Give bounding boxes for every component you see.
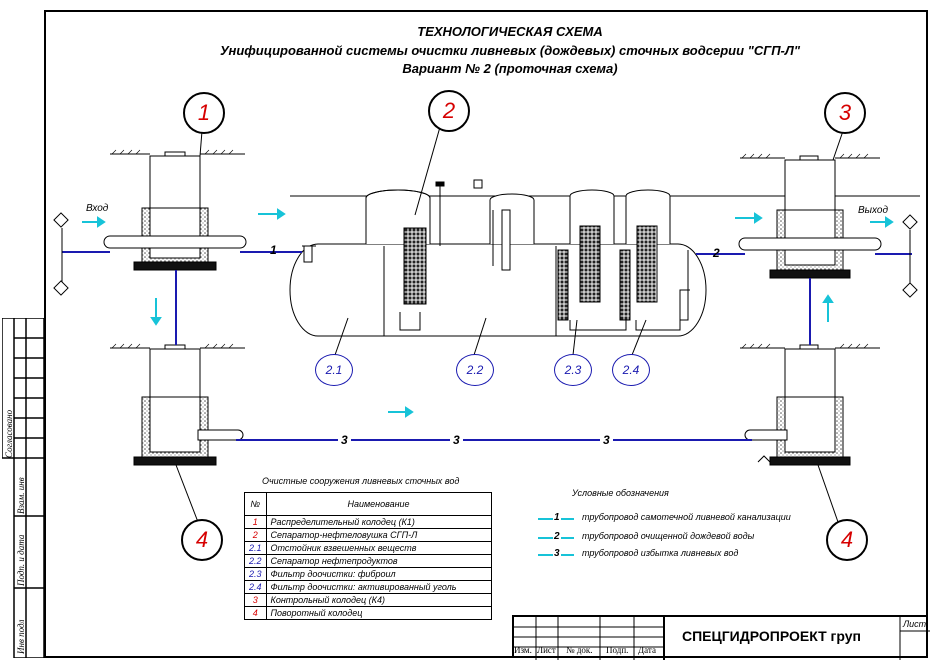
- sidebar-podp: Подп. и дата: [16, 534, 26, 586]
- symbol-3-num: 3: [553, 548, 561, 559]
- stamp-sheet-label: Лист: [903, 619, 927, 629]
- symbol-1-num: 1: [553, 512, 561, 523]
- row-num: 3: [244, 593, 267, 607]
- title-block: Изм. Лист № док. Подп. Дата Лист: [512, 615, 930, 660]
- well-4-right: [744, 344, 851, 466]
- pipe-1-label: 1: [270, 243, 277, 257]
- inlet-label: Вход: [86, 203, 109, 214]
- row-name: Сепаратор нефтепродуктов: [265, 554, 492, 568]
- stamp-col-podp: Подп.: [606, 645, 629, 655]
- row-name: Контрольный колодец (К4): [265, 593, 492, 607]
- stamp-col-date: Дата: [638, 645, 656, 655]
- node-2-label: 2: [428, 90, 470, 132]
- stamp-col-doc: № док.: [566, 645, 593, 655]
- row-name: Фильтр доочистки: фиброил: [265, 567, 492, 581]
- symbol-3-text: трубопровод избытка ливневых вод: [582, 548, 739, 558]
- row-num: 2.4: [244, 580, 267, 594]
- symbol-1-text: трубопровод самотечной ливневой канализа…: [582, 512, 791, 522]
- pipe-2-label: 2: [713, 246, 720, 260]
- node-1-label: 1: [183, 92, 225, 134]
- well-4-left: [133, 344, 244, 466]
- well-3: [738, 155, 882, 279]
- header-num: №: [244, 492, 267, 516]
- flow-arrows: [82, 208, 894, 418]
- header-name: Наименование: [265, 492, 492, 516]
- stamp-col-izm: Изм.: [514, 645, 532, 655]
- row-name: Фильтр доочистки: активированный уголь: [265, 580, 492, 594]
- sub-2-2-label: 2.2: [456, 354, 494, 386]
- row-num: 4: [244, 606, 267, 620]
- separator-tank: [289, 179, 707, 337]
- symbol-2-num: 2: [553, 531, 561, 542]
- pipelines: [62, 251, 912, 441]
- row-name: Распределительный колодец (К1): [265, 515, 492, 529]
- node-4-left-label: 4: [181, 519, 223, 561]
- row-name: Сепаратор-нефтеловушка СГП-Л: [265, 528, 492, 542]
- title-line1: ТЕХНОЛОГИЧЕСКАЯ СХЕМА: [417, 24, 603, 39]
- approval-sidebar: Согласовано Взам. инв Подп. и дата Инв п…: [2, 318, 44, 658]
- sidebar-inv: Инв подл: [16, 619, 26, 654]
- symbol-2-text: трубопровод очищенной дождевой воды: [582, 531, 755, 541]
- well-1: [103, 151, 247, 271]
- node-4-right-label: 4: [826, 519, 868, 561]
- row-num: 2.3: [244, 567, 267, 581]
- sub-2-1-label: 2.1: [315, 354, 353, 386]
- row-name: Поворотный колодец: [265, 606, 492, 620]
- drawing-frame: [44, 10, 928, 658]
- row-num: 2: [244, 528, 267, 542]
- outlet-label: Выход: [858, 205, 889, 216]
- row-name: Отстойник взвешенных веществ: [265, 541, 492, 555]
- table-header-row: № Наименование: [244, 492, 492, 516]
- title-line3: Вариант № 2 (проточная схема): [402, 61, 618, 76]
- endpoint-markers: [53, 212, 918, 298]
- symbols-caption: Условные обозначения: [572, 488, 669, 498]
- row-num: 2.2: [244, 554, 267, 568]
- sub-2-3-label: 2.3: [554, 354, 592, 386]
- row-num: 2.1: [244, 541, 267, 555]
- pipe-3-label-a: 3: [338, 433, 351, 447]
- node-3-label: 3: [824, 92, 866, 134]
- title-line2: Унифицированной системы очистки ливневых…: [220, 43, 800, 58]
- stamp-col-list: Лист: [537, 645, 556, 655]
- facilities-caption: Очистные сооружения ливневых сточных вод: [262, 476, 460, 486]
- pipe-3-label-c: 3: [600, 433, 613, 447]
- sub-2-4-label: 2.4: [612, 354, 650, 386]
- row-num: 1: [244, 515, 267, 529]
- sidebar-agreed: Согласовано: [4, 409, 14, 458]
- sidebar-vzam: Взам. инв: [16, 477, 26, 514]
- company-name: СПЕЦГИДРОПРОЕКТ груп: [682, 628, 861, 644]
- pipe-3-label-b: 3: [450, 433, 463, 447]
